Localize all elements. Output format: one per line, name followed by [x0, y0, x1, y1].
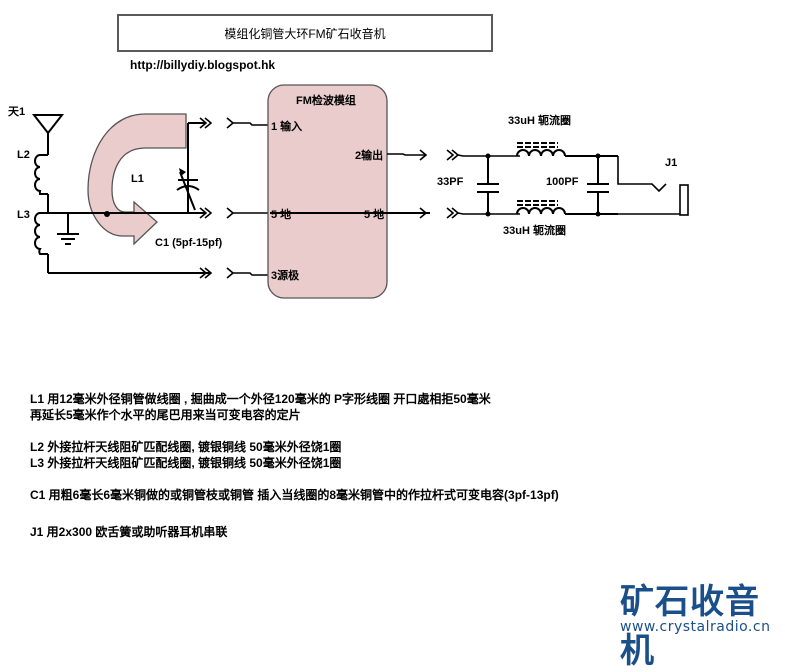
output-connectors — [387, 149, 520, 219]
jack-j1-icon — [617, 156, 689, 216]
choke-bottom-icon — [516, 200, 618, 215]
jack-label: J1 — [665, 157, 677, 169]
antenna-label: 天1 — [8, 105, 25, 118]
l3-label: L3 — [17, 209, 30, 221]
l2-coil-icon — [34, 152, 49, 213]
logo-url[interactable]: www.crystalradio.cn — [620, 619, 771, 635]
l2-label: L2 — [17, 149, 30, 161]
cap-33pf-label: 33PF — [437, 176, 464, 188]
title-box: 模组化铜管大环FM矿石收音机 — [117, 14, 493, 52]
pin-input-label: 1 输入 — [271, 119, 302, 133]
schematic: 天1 L2 L3 L1 C1 (5pf-15pf) — [8, 84, 689, 299]
l1-coil-shape — [87, 113, 187, 246]
antenna-icon — [31, 114, 65, 152]
note-l1-line1: L1 用12毫米外径铜管做线圈 , 掘曲成一个外径120毫米的 P字形线圈 开口… — [30, 392, 491, 406]
note-l1-line2: 再延长5毫米作个水平的尾巴用来当可变电容的定片 — [30, 408, 301, 422]
c1-variable-capacitor-icon — [176, 122, 205, 214]
module-title: FM检波模组 — [296, 93, 356, 107]
choke-top-icon — [516, 142, 618, 157]
junction-dot — [104, 211, 110, 217]
note-l2: L2 外接拉杆天线阻矿匹配线圈, 镀银铜线 50毫米外径饶1圈 — [30, 440, 342, 454]
l1-label: L1 — [131, 173, 144, 185]
ground-icon — [57, 213, 79, 245]
note-c1: C1 用粗6毫长6毫米铜做的或铜管枝或铜管 插入当线圈的8毫米铜管中的作拉杆式可… — [30, 488, 559, 502]
choke-bottom-label: 33uH 轭流圈 — [503, 223, 566, 237]
choke-top-label: 33uH 轭流圈 — [508, 113, 571, 127]
note-l3: L3 外接拉杆天线阻矿匹配线圈, 镀银铜线 50毫米外径饶1圈 — [30, 456, 342, 470]
capacitor-33pf-icon — [477, 156, 499, 214]
pin-source-label: 3源极 — [271, 268, 300, 282]
note-j1: J1 用2x300 欧舌簧或助听器耳机串联 — [30, 525, 228, 539]
connector-icons — [48, 117, 270, 279]
pin-output-label: 2输出 — [355, 148, 383, 162]
cap-100pf-label: 100PF — [546, 176, 579, 188]
source-url: http://billydiy.blogspot.hk — [130, 58, 276, 72]
c1-label: C1 (5pf-15pf) — [155, 237, 223, 249]
fm-detector-module — [267, 84, 388, 299]
capacitor-100pf-icon — [587, 156, 609, 214]
notes: L1 用12毫米外径铜管做线圈 , 掘曲成一个外径120毫米的 P字形线圈 开口… — [30, 391, 730, 540]
page-title: 模组化铜管大环FM矿石收音机 — [224, 26, 386, 41]
